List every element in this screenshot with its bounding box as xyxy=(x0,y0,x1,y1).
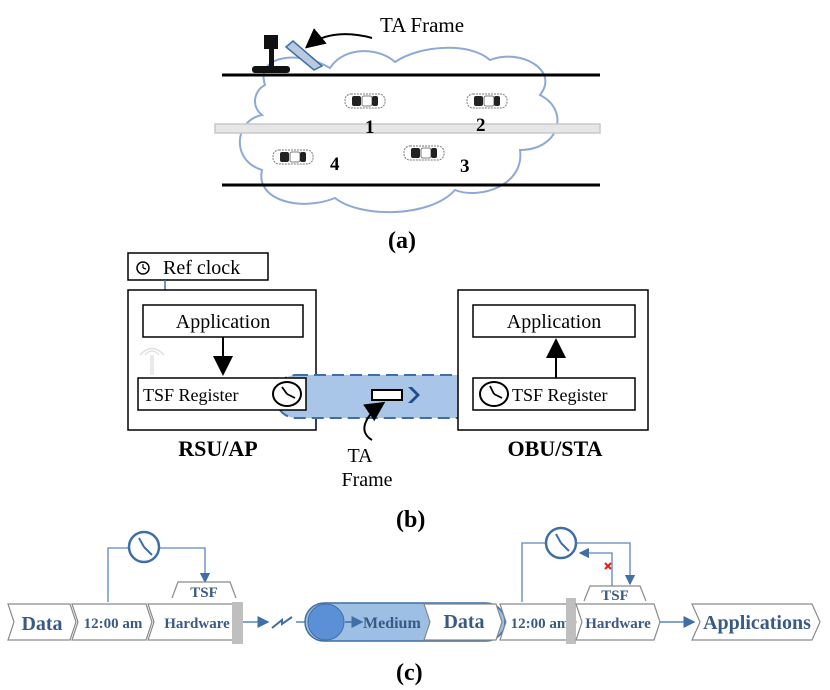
car-number: 4 xyxy=(330,154,340,175)
left-application-label: Application xyxy=(176,311,270,333)
left-tsf-tab xyxy=(171,581,237,599)
left-time-label: 12:00 am xyxy=(84,616,143,632)
road-median xyxy=(214,123,601,134)
caption-c: (c) xyxy=(396,660,423,686)
right-data-label: Data xyxy=(443,611,484,633)
right-tsf-tab xyxy=(583,585,647,602)
left-clock-link xyxy=(107,547,128,602)
ref-clock-box xyxy=(127,252,269,281)
right-clock-tsf-link xyxy=(577,542,636,586)
right-application-box xyxy=(472,304,636,338)
car-icon xyxy=(272,149,314,165)
car-number: 1 xyxy=(365,117,375,138)
right-application-label: Application xyxy=(507,311,601,333)
car-icon xyxy=(403,145,445,161)
right-clock-link xyxy=(521,542,545,602)
antenna-icon xyxy=(139,347,165,375)
right-clock-back-link xyxy=(578,547,613,586)
ta-frame-packet xyxy=(371,389,403,401)
rsu-tower-icon xyxy=(252,35,290,73)
medium-label: Medium xyxy=(363,615,421,632)
ta-frame-label-line1: TA xyxy=(347,445,373,467)
car-icon xyxy=(466,93,508,109)
ta-frame-arrow xyxy=(304,28,373,49)
right-time-label: 12:00 am xyxy=(511,616,570,632)
caption-b: (b) xyxy=(396,507,425,533)
blocked-x-icon xyxy=(604,562,612,570)
ref-clock-label: Ref clock xyxy=(163,257,240,279)
left-data-label: Data xyxy=(21,613,62,635)
right-interface-bar xyxy=(566,598,576,644)
clock-icon xyxy=(544,526,578,560)
clock-icon xyxy=(127,530,161,564)
applications-block xyxy=(691,603,821,641)
ta-frame-pointer xyxy=(363,401,386,441)
caption-a: (a) xyxy=(388,228,416,254)
car-number: 2 xyxy=(476,115,486,136)
medium-endcap xyxy=(307,603,345,641)
right-hardware-label: Hardware xyxy=(585,616,651,632)
right-tsf-label: TSF xyxy=(601,588,629,604)
right-hardware-block xyxy=(575,603,661,641)
ta-beam-icon xyxy=(284,40,324,71)
chevron-right-icon xyxy=(408,387,420,403)
applications-label: Applications xyxy=(703,612,811,634)
left-application-box xyxy=(142,304,304,338)
left-tsf-label: TSF xyxy=(190,585,218,601)
right-tsf-register-label: TSF Register xyxy=(512,385,608,405)
clock-icon xyxy=(136,261,150,275)
clock-icon xyxy=(479,381,509,407)
left-clock-tsf-link xyxy=(160,547,211,584)
right-data-block xyxy=(423,603,503,641)
clock-icon xyxy=(272,381,302,407)
panel-a: TA Frame 1 2 3 4 (a) xyxy=(214,13,601,254)
panel-c: Data 12:00 am TSF Hardware Medium Data 1… xyxy=(7,526,821,686)
obu-sta-label: OBU/STA xyxy=(508,436,603,461)
panel-b: Ref clock Application TSF Register Appli… xyxy=(127,252,649,533)
left-time-block xyxy=(71,603,153,641)
wireless-bolt-icon xyxy=(271,616,293,629)
car-number: 3 xyxy=(460,156,470,177)
rsu-ap-label: RSU/AP xyxy=(178,436,257,461)
left-interface-bar xyxy=(232,602,243,644)
left-hardware-label: Hardware xyxy=(164,616,230,632)
left-tsf-register-label: TSF Register xyxy=(143,385,239,405)
ta-frame-label-line2: Frame xyxy=(341,469,392,491)
left-data-block xyxy=(7,603,77,641)
ta-frame-label: TA Frame xyxy=(380,13,464,37)
car-icon xyxy=(344,93,386,109)
